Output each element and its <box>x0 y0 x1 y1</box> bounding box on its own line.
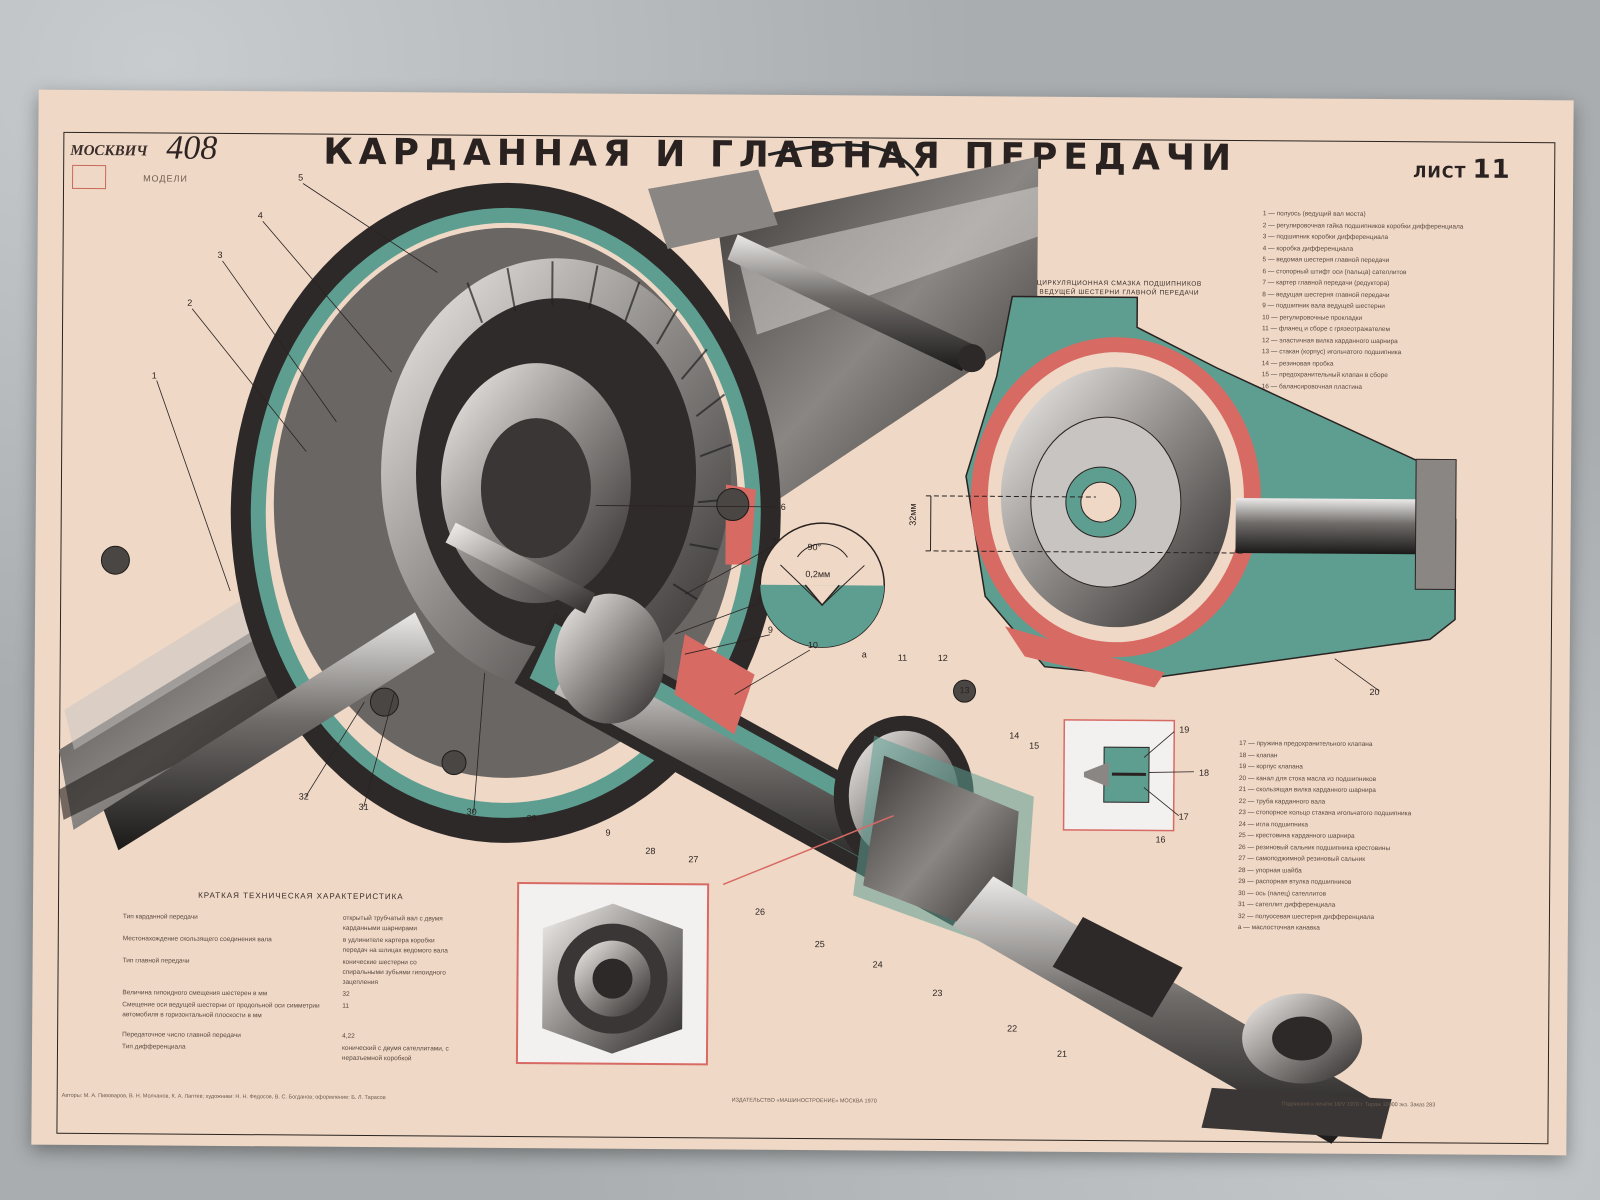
callout-9: 9 <box>768 625 773 635</box>
tech-label: Тип главной передачи <box>122 957 190 965</box>
legend-item: 25 — крестовина карданного шарнира <box>1238 832 1355 840</box>
callout-12: 12 <box>938 653 948 663</box>
callout-1: 1 <box>152 370 157 380</box>
footer-publisher: ИЗДАТЕЛЬСТВО «МАШИНОСТРОЕНИЕ» МОСКВА 197… <box>731 1097 877 1105</box>
callout-32: 32 <box>299 791 309 801</box>
callout-21: 21 <box>1057 1049 1067 1059</box>
legend-item: а — маслосточная канавка <box>1237 924 1320 932</box>
tech-value: в удлинителе картера коробки передач на … <box>342 936 448 955</box>
callout-20: 20 <box>1369 687 1379 697</box>
legend-item: 31 — сателлит дифференциала <box>1238 901 1336 909</box>
callout-13: 13 <box>959 685 969 695</box>
callout-6: 6 <box>781 502 786 512</box>
bolt-icon <box>369 687 399 717</box>
legend-top: 1 — полуось (ведущий вал моста) 2 — регу… <box>1262 208 1464 393</box>
tech-value: 11 <box>342 1002 350 1010</box>
lubrication-label: ЦИРКУЛЯЦИОННАЯ СМАЗКА ПОДШИПНИКОВ ВЕДУЩЕ… <box>1036 279 1202 297</box>
callout-16: 16 <box>1155 834 1165 844</box>
legend-item: 19 — корпус клапана <box>1238 763 1303 771</box>
legend-item: 17 — пружина предохранительного клапана <box>1239 740 1373 748</box>
callout-3: 3 <box>218 250 223 260</box>
brake-line-bracket <box>648 143 986 373</box>
legend-item: 27 — самоподжимной резиновый сальник <box>1238 855 1366 863</box>
bolt-icon <box>953 679 977 703</box>
offset-label: 32мм <box>908 503 918 525</box>
callout-30: 30 <box>467 807 477 817</box>
callout-19: 19 <box>1179 725 1189 735</box>
callout-18: 18 <box>1199 768 1209 778</box>
callout-2: 2 <box>187 298 192 308</box>
chamfer-detail <box>759 522 886 648</box>
diff-shaft <box>445 522 596 614</box>
legend-item: 23 — стопорное кольцо стакана игольчатог… <box>1238 809 1412 818</box>
propeller-shaft <box>952 876 1392 1144</box>
callout-7: 7 <box>772 537 777 547</box>
bolts <box>100 488 977 776</box>
ring-gear <box>381 258 732 689</box>
gear-teeth <box>466 261 732 601</box>
callout-25: 25 <box>815 939 825 949</box>
legend-item: 29 — распорная втулка подшипников <box>1238 878 1352 886</box>
callout-11: 11 <box>898 653 907 663</box>
valve-closeup <box>1062 719 1176 832</box>
callout-24: 24 <box>873 959 883 969</box>
bolt-icon <box>100 545 130 575</box>
callout-29: 29 <box>527 813 537 823</box>
callout-14: 14 <box>1009 730 1019 740</box>
callout-17: 17 <box>1179 812 1189 822</box>
callout-4: 4 <box>258 210 263 220</box>
tech-title: КРАТКАЯ ТЕХНИЧЕСКАЯ ХАРАКТЕРИСТИКА <box>198 890 404 902</box>
callout-5: 5 <box>298 172 303 182</box>
legend-item: 9 — подшипник вала ведущей шестерни <box>1262 302 1385 311</box>
legend-item: 15 — предохранительный клапан в сборе <box>1261 371 1388 380</box>
legend-item: 1 — полуось (ведущий вал моста) <box>1262 210 1366 218</box>
callout-22: 22 <box>1007 1023 1017 1033</box>
legend-item: 21 — скользящая вилка карданного шарнира <box>1238 786 1376 795</box>
poster: МОСКВИЧ 408 МОДЕЛИ КАРДАННАЯ И ГЛАВНАЯ П… <box>31 89 1574 1156</box>
half-shaft <box>103 612 435 851</box>
callout-a: а <box>862 649 867 659</box>
footer-print: Подписано к печати 16/V 1970 г. Тираж 10… <box>1281 1101 1436 1109</box>
callout-8: 8 <box>757 594 762 604</box>
callout-15: 15 <box>1029 741 1039 751</box>
legend-item: 11 — фланец и сборе с грязеотражателем <box>1262 325 1391 334</box>
legend-item: 5 — ведомая шестерня главной передачи <box>1262 256 1390 265</box>
callout-9b: 9 <box>605 828 610 838</box>
tech-value: 32 <box>342 990 350 998</box>
legend-bottom: 17 — пружина предохранительного клапана … <box>1238 738 1412 935</box>
legend-item: 7 — картер главной передачи (редуктора) <box>1262 279 1390 288</box>
gap-label: 0,2мм <box>805 569 830 579</box>
leader-lines <box>156 183 1380 816</box>
tech-label: Тип дифференциала <box>121 1043 186 1051</box>
bolt-icon <box>441 750 467 776</box>
callout-27: 27 <box>688 854 698 864</box>
tech-label: Смещение оси ведущей шестерни от продоль… <box>122 1001 320 1020</box>
tech-value: 4,22 <box>342 1032 355 1040</box>
legend-item: 16 — балансировочная пластина <box>1261 382 1363 391</box>
callout-31: 31 <box>359 802 369 812</box>
tech-labels: Тип карданной передачи Местонахождение с… <box>122 912 323 1055</box>
tech-value: открытый трубчатый вал с двумя карданным… <box>342 914 443 933</box>
angle-label: 90° <box>807 542 821 552</box>
legend-item: 3 — подшипник коробки дифференциала <box>1262 233 1389 242</box>
oil-chamber <box>674 634 755 735</box>
tech-values: открытый трубчатый вал с двумя карданным… <box>341 914 458 1063</box>
cutaway-diagram: 90° 0,2мм <box>58 143 1457 1144</box>
tech-label: Тип карданной передачи <box>122 913 198 921</box>
sectional-view <box>925 295 1457 688</box>
detail-connector <box>722 814 894 886</box>
legend-item: 13 — стакан (корпус) игольчатого подшипн… <box>1261 348 1402 357</box>
callout-26: 26 <box>755 907 765 917</box>
nut-closeup <box>515 882 710 1066</box>
callout-numbers: 1 2 3 4 5 6 7 8 9 10 а 11 12 13 14 15 16… <box>152 172 1380 1059</box>
bolt-icon <box>716 488 750 522</box>
tech-value: конический с двумя сателлитами, с неразъ… <box>341 1044 449 1063</box>
callout-10: 10 <box>808 640 818 650</box>
callout-28: 28 <box>645 846 655 856</box>
tech-label: Местонахождение скользящего соединения в… <box>122 935 272 944</box>
tech-value: конические шестерни со спиральными зубья… <box>342 958 446 987</box>
callout-23: 23 <box>932 988 942 998</box>
